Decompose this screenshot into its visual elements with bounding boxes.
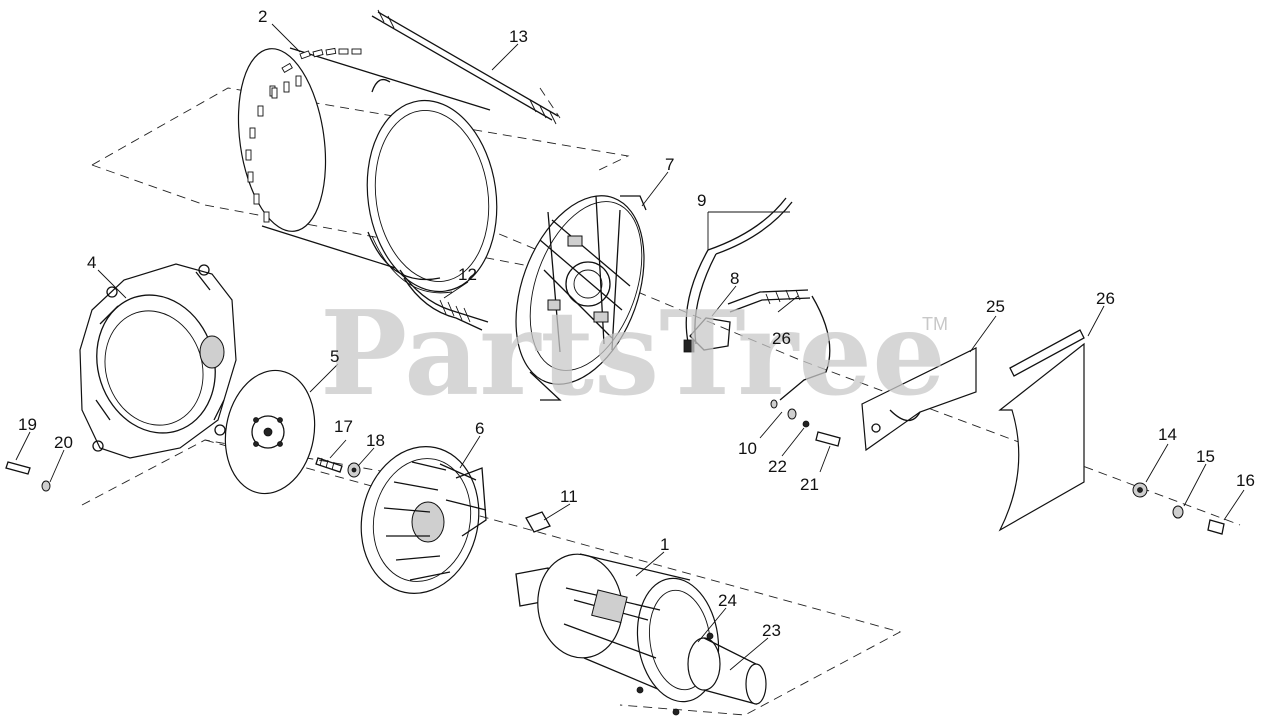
part-through-bolt — [371, 9, 559, 125]
callout-19: 19 — [18, 415, 37, 434]
part-rotor — [515, 553, 767, 716]
callout-14: 14 — [1158, 425, 1177, 444]
callout-23: 23 — [762, 621, 781, 640]
callout-8: 8 — [730, 269, 739, 288]
leader-lines — [15, 23, 1245, 671]
callout-21: 21 — [800, 475, 819, 494]
callout-26-cable: 26 — [772, 329, 791, 348]
watermark-text: PartsTree — [320, 286, 946, 422]
part-flex-disc — [224, 369, 316, 495]
part-wire-leads — [399, 269, 489, 331]
part-bracket-plate — [861, 347, 977, 452]
part-small-hardware — [5, 457, 361, 492]
part-stator-housing — [237, 47, 498, 294]
part-engine-adapter — [79, 263, 237, 459]
part-rod-and-panel — [998, 329, 1085, 532]
part-fasteners-right — [770, 399, 1225, 535]
callout-22: 22 — [768, 457, 787, 476]
callout-18: 18 — [366, 431, 385, 450]
vent-slots — [245, 47, 362, 223]
callout-26-panel: 26 — [1096, 289, 1115, 308]
part-bearing-carrier — [515, 195, 647, 401]
callout-1: 1 — [660, 535, 669, 554]
part-fan — [360, 446, 487, 594]
callout-17: 17 — [334, 417, 353, 436]
callout-13: 13 — [509, 27, 528, 46]
callout-10: 10 — [738, 439, 757, 458]
callout-6: 6 — [475, 419, 484, 438]
callout-9: 9 — [697, 191, 706, 210]
callout-7: 7 — [665, 155, 674, 174]
callout-24: 24 — [718, 591, 737, 610]
callout-4: 4 — [87, 253, 96, 272]
callout-labels: 2 13 7 9 8 12 4 5 6 17 18 19 20 11 1 24 … — [18, 7, 1255, 640]
callout-15: 15 — [1196, 447, 1215, 466]
callout-2: 2 — [258, 7, 267, 26]
part-key — [525, 511, 551, 533]
part-brush-assembly — [683, 197, 831, 401]
callout-20: 20 — [54, 433, 73, 452]
callout-16: 16 — [1236, 471, 1255, 490]
callout-5: 5 — [330, 347, 339, 366]
callout-25: 25 — [986, 297, 1005, 316]
watermark-trademark: TM — [922, 314, 948, 334]
callout-11: 11 — [560, 487, 578, 506]
callout-12: 12 — [458, 265, 477, 284]
